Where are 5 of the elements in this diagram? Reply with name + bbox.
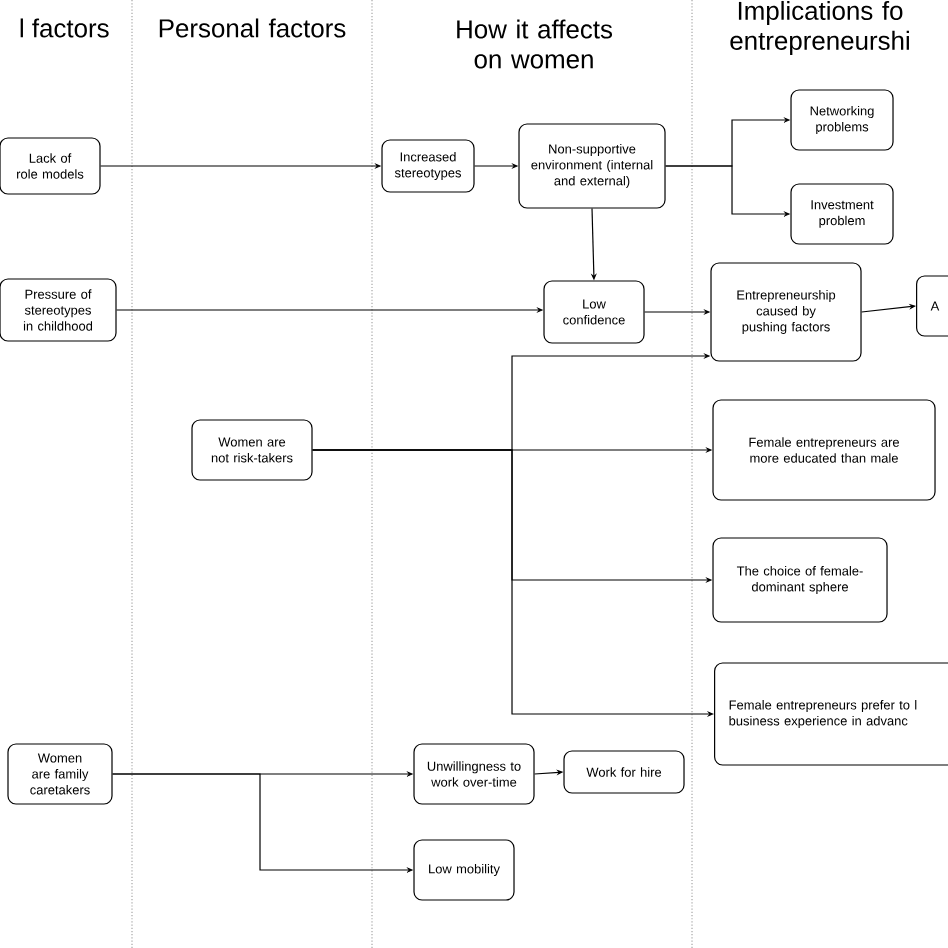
column-heading: How it affects on women xyxy=(457,19,613,69)
column-heading: Personal factors xyxy=(159,18,346,38)
arrow xyxy=(861,303,916,313)
column-heading: l factors xyxy=(20,18,109,38)
column-heading: Implications fo entrepreneurshi xyxy=(730,0,909,55)
